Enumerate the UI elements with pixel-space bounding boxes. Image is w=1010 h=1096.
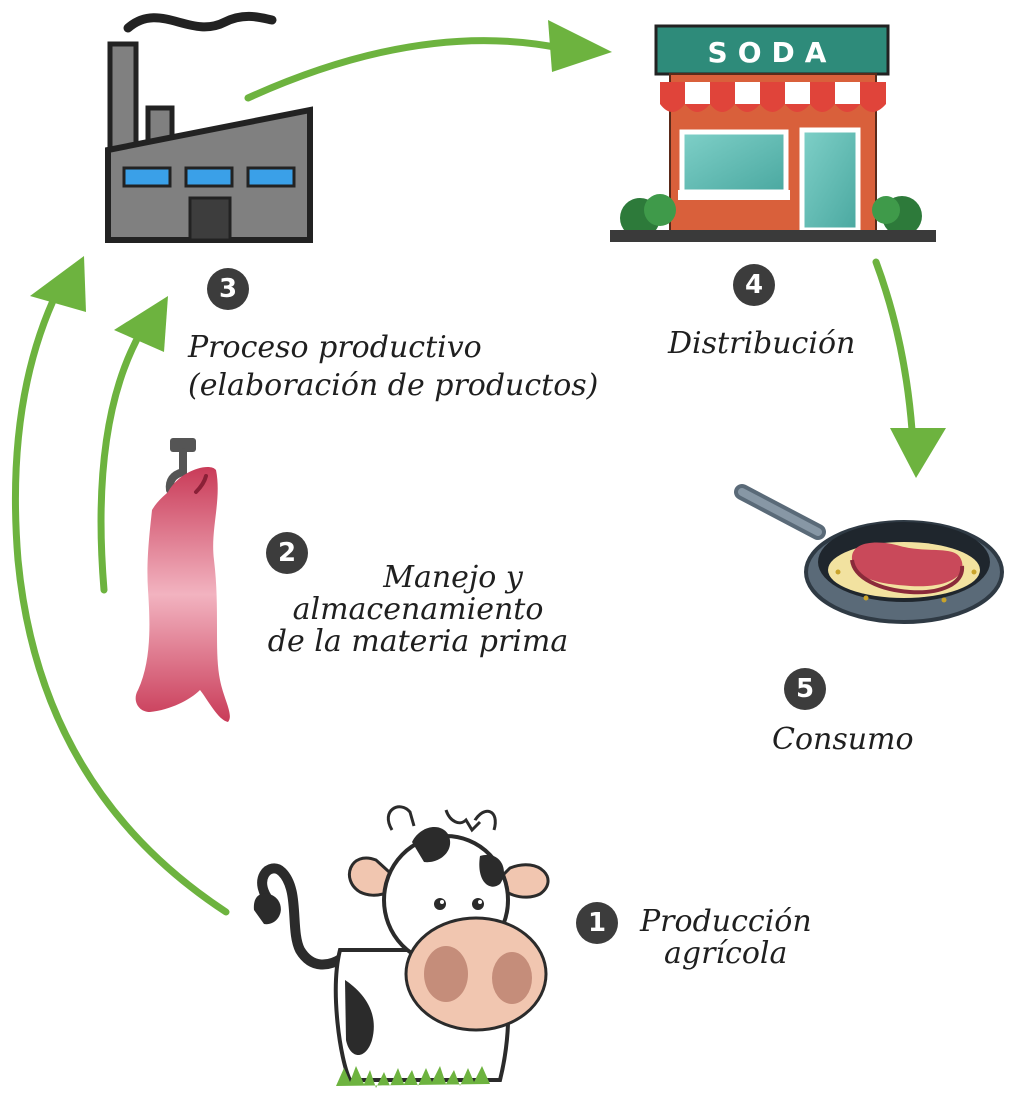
- cow-icon: [253, 805, 550, 1088]
- step-4-badge: 4: [733, 264, 775, 306]
- step-5-label-line-1: Consumo: [772, 722, 914, 757]
- awning: [660, 82, 886, 112]
- step-1-label-line-1: Producción: [640, 904, 812, 939]
- step-5-label: Consumo: [772, 724, 972, 756]
- store-icon: [610, 24, 936, 242]
- step-5-badge: 5: [784, 668, 826, 710]
- arrow-storage-to-factory: [97, 296, 168, 594]
- arrow-factory-to-store: [244, 20, 612, 102]
- arrow-cow-to-factory: [11, 256, 230, 916]
- step-1-badge: 1: [576, 902, 618, 944]
- step-4-label: Distribución: [668, 328, 898, 360]
- step-3-badge: 3: [207, 268, 249, 310]
- frying-pan-steak-icon: [734, 484, 1004, 624]
- step-2-label: Manejo y almacenamiento de la materia pr…: [238, 562, 598, 658]
- step-1-label-line-2: agrícola: [664, 936, 788, 971]
- step-3-label: Proceso productivo (elaboración de produ…: [188, 332, 658, 402]
- step-3-label-line-2: (elaboración de productos): [188, 368, 599, 403]
- arrow-store-to-consumption: [872, 258, 946, 478]
- step-4-label-line-1: Distribución: [668, 326, 856, 361]
- factory-icon: [105, 11, 313, 243]
- step-2-label-line-1: Manejo y: [383, 560, 523, 595]
- step-2-label-line-3: de la materia prima: [267, 624, 569, 659]
- store-sign-text: SODA: [708, 36, 837, 69]
- step-2-badge: 2: [266, 532, 308, 574]
- step-2-label-line-2: almacenamiento: [292, 592, 544, 627]
- step-1-label: Producción agrícola: [640, 906, 900, 970]
- meat-carcass-hook-icon: [135, 438, 230, 722]
- step-3-label-line-1: Proceso productivo: [188, 330, 482, 365]
